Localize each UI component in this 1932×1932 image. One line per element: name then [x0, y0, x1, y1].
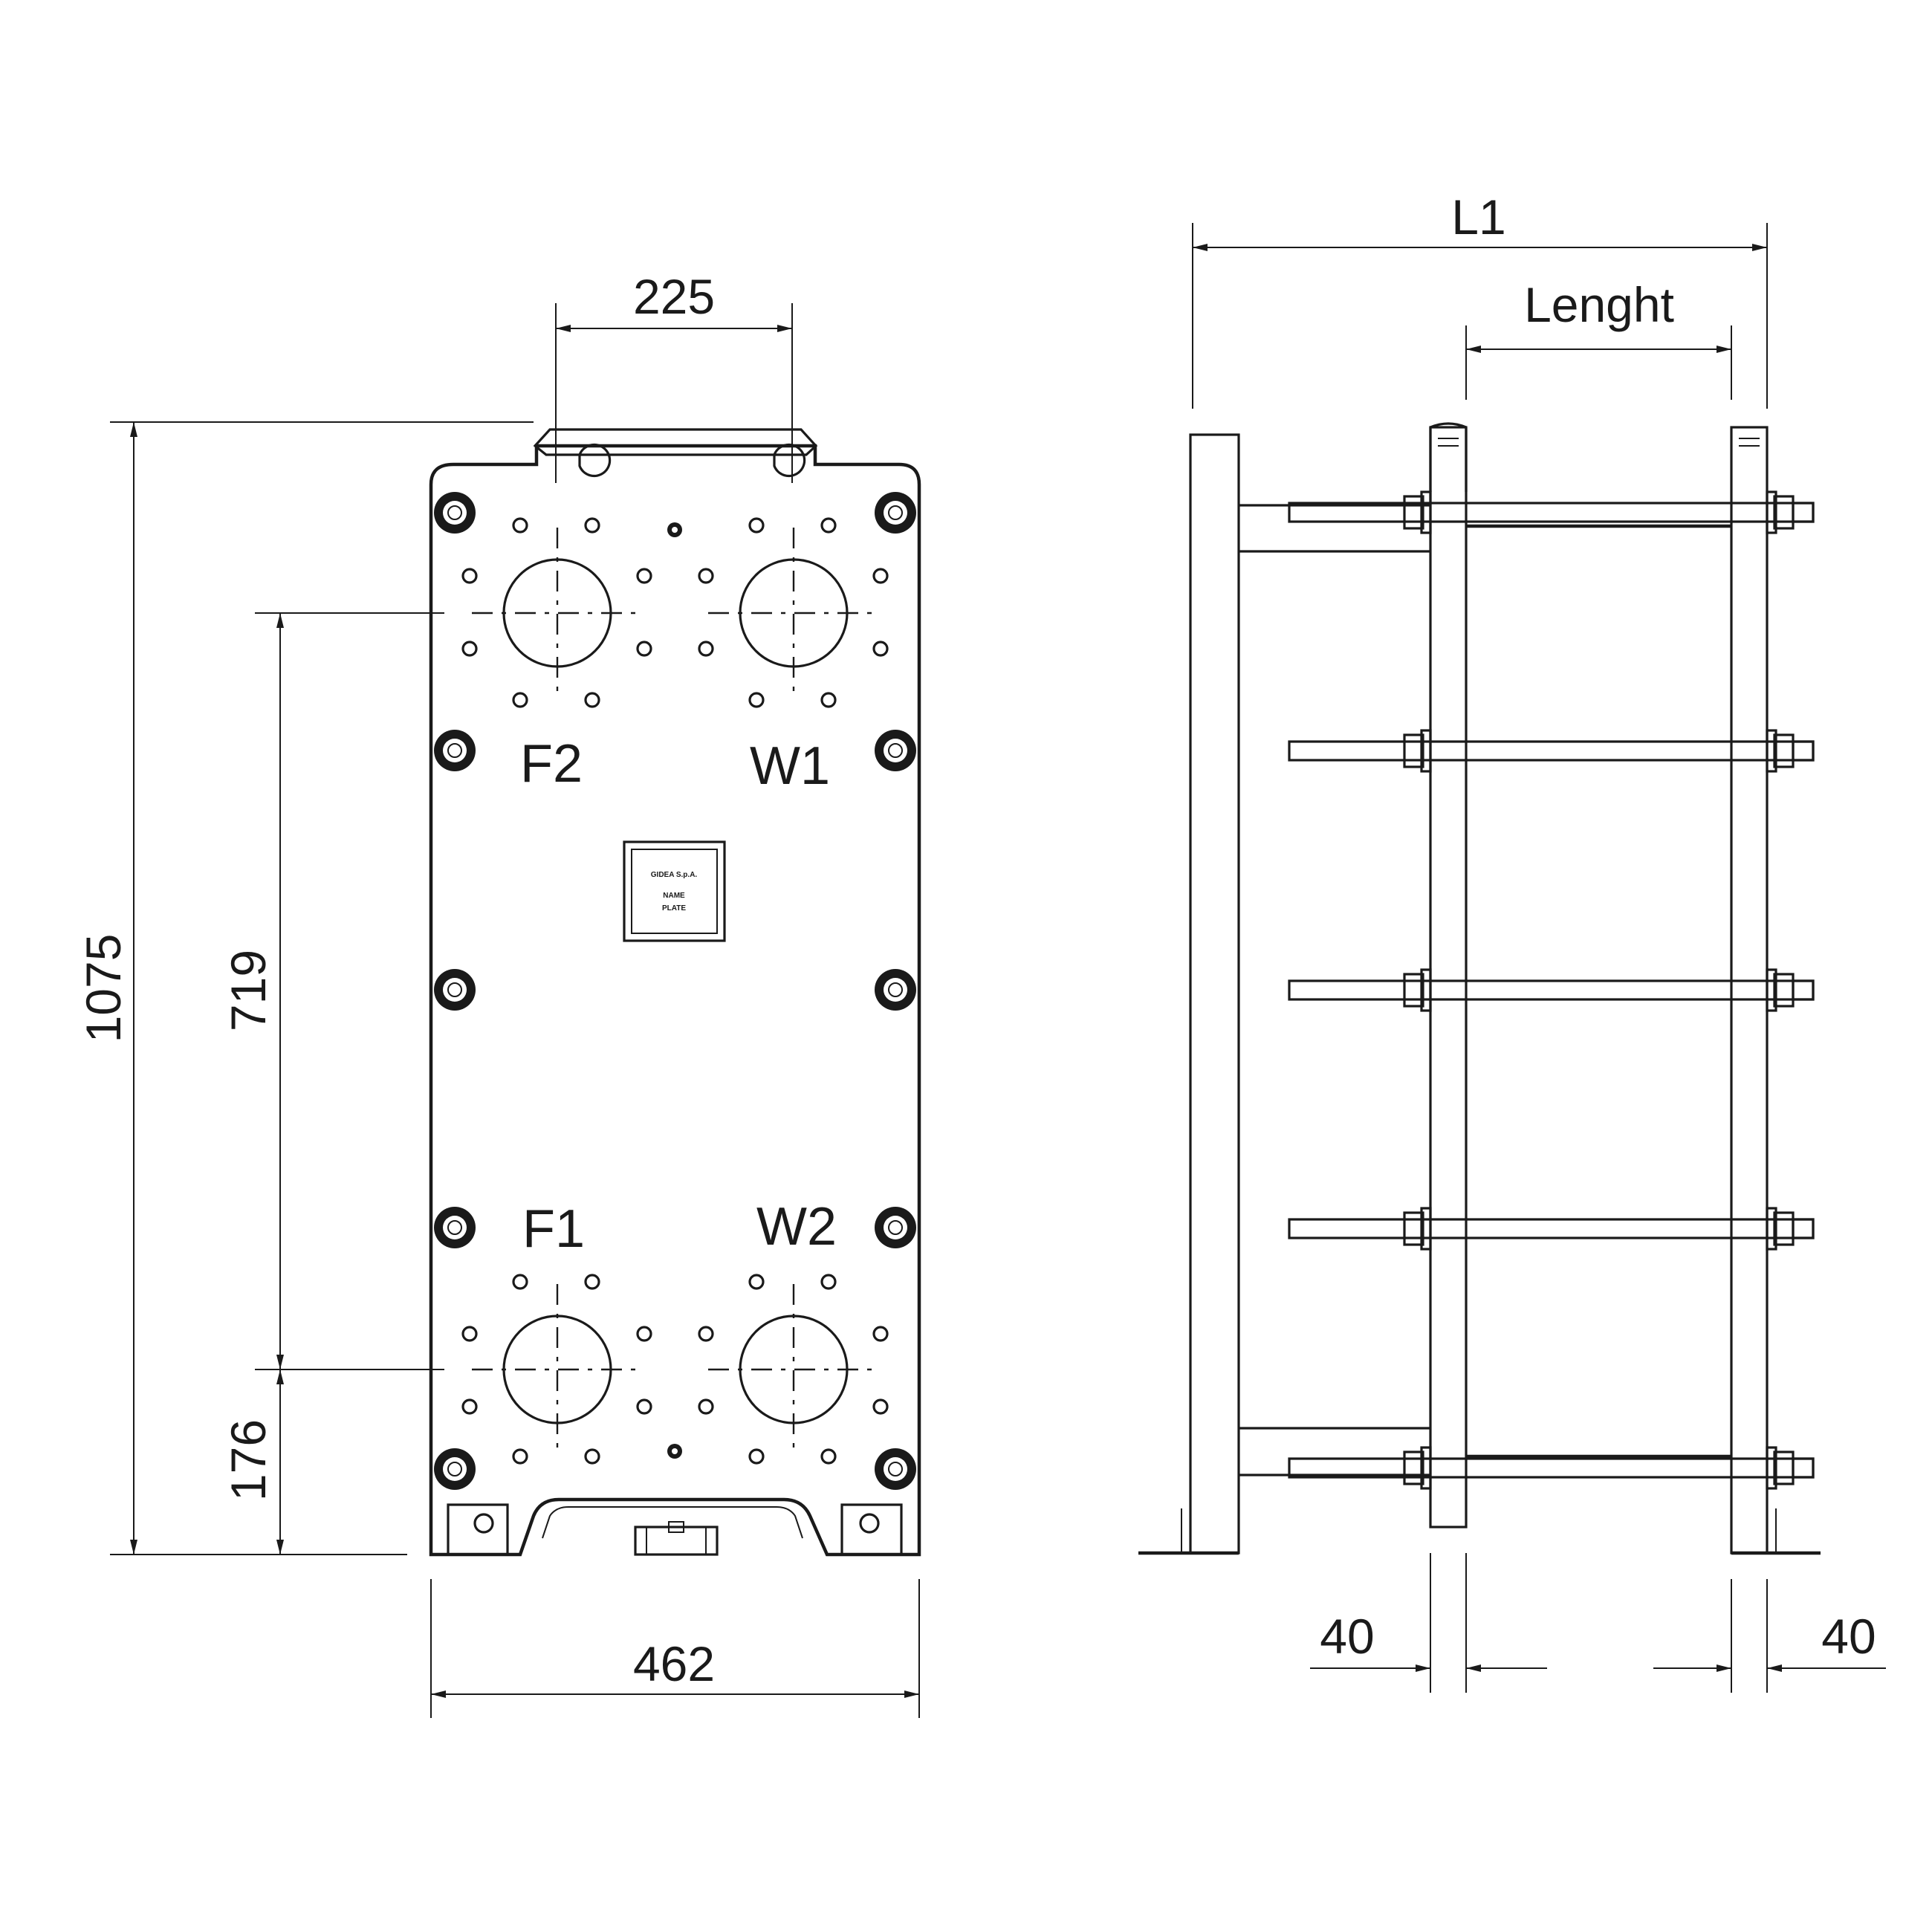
bolt [875, 492, 916, 534]
right-foot-hole [859, 1513, 880, 1534]
bottom-rail [542, 1506, 803, 1539]
port-f1 [472, 1284, 643, 1455]
right-foot [840, 1503, 903, 1556]
dimension-width: 462 [430, 1579, 920, 1718]
port-w2 [708, 1284, 879, 1455]
name-plate-line3: PLATE [662, 904, 686, 912]
dimension-total-height-label: 1075 [76, 934, 131, 1043]
dimension-right-thickness-label: 40 [1821, 1609, 1876, 1664]
clamp-bolts [434, 492, 916, 1490]
bolt [875, 1207, 916, 1248]
dimension-bottom-port-label: 176 [221, 1419, 276, 1501]
dimension-bottom-port: 176 [221, 1369, 284, 1555]
bolt [434, 730, 476, 771]
dimension-length-label: Lenght [1524, 277, 1674, 332]
tie-rod [1288, 1207, 1815, 1251]
dimension-right-thickness: 40 [1653, 1579, 1886, 1693]
bolt [875, 730, 916, 771]
hanger-slot [533, 428, 818, 478]
plate-outline [429, 444, 921, 1557]
tie-rods [1288, 490, 1815, 1490]
name-plate-line1: GIDEA S.p.A. [651, 871, 698, 879]
dimension-port-vertical-label: 719 [221, 950, 276, 1031]
dimension-l1: L1 [1192, 189, 1768, 409]
bolt [875, 1448, 916, 1490]
port-label-f2: F2 [520, 734, 583, 794]
tie-rod [1288, 490, 1815, 534]
front-view: F2 W1 F1 W2 GIDEA S.p.A. NAME PLATE 225 … [76, 269, 921, 1718]
name-plate: GIDEA S.p.A. NAME PLATE [623, 840, 726, 942]
bolt [434, 492, 476, 534]
movable-plate-right [1730, 426, 1769, 1555]
movable-plate-left-top [1429, 422, 1468, 492]
bolt [434, 1207, 476, 1248]
port-w1 [708, 528, 879, 698]
dimension-left-thickness: 40 [1310, 1553, 1547, 1693]
dimension-port-spacing: 225 [555, 269, 793, 483]
tie-rod [1288, 968, 1815, 1012]
bolt [434, 1448, 476, 1490]
side-view: L1 Lenght 40 40 [1138, 189, 1886, 1693]
movable-plate-left [1429, 426, 1468, 1529]
dimension-left-thickness-label: 40 [1320, 1609, 1374, 1664]
dimension-port-vertical: 719 [221, 612, 444, 1370]
dimension-width-label: 462 [633, 1636, 715, 1691]
center-dot-bottom-inner [672, 1448, 678, 1454]
left-foot [447, 1503, 509, 1556]
bottom-guide-notch [668, 1521, 684, 1533]
tie-rod [1288, 729, 1815, 773]
name-plate-line2: NAME [663, 892, 685, 900]
center-dot-top-inner [672, 527, 678, 533]
left-foot-hole [473, 1513, 494, 1534]
bolt [434, 969, 476, 1011]
port-label-w2: W2 [756, 1197, 837, 1257]
dimension-port-spacing-label: 225 [633, 269, 715, 324]
port-label-w1: W1 [750, 736, 830, 796]
tie-rod [1288, 1446, 1815, 1490]
port-label-f1: F1 [522, 1199, 585, 1259]
bottom-guide [634, 1526, 719, 1556]
dimension-length: Lenght [1465, 277, 1732, 400]
dimension-total-height: 1075 [76, 421, 534, 1555]
port-holes [461, 517, 889, 1465]
bolt [875, 969, 916, 1011]
fixed-frame [1189, 433, 1240, 1555]
dimension-l1-label: L1 [1451, 189, 1505, 244]
port-f2 [472, 528, 643, 698]
